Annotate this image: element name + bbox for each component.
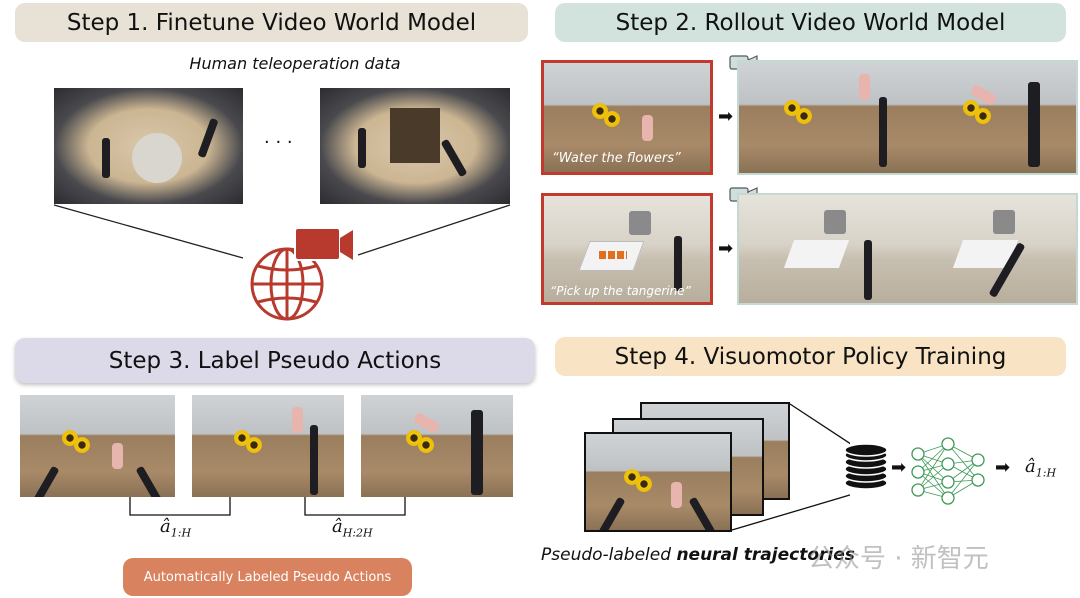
pseudo-action-frame-1: [20, 395, 175, 497]
arrow-right-icon: ➡: [718, 238, 734, 259]
arrow-right-icon: ➡: [891, 457, 907, 478]
step1-connectors: [53, 204, 511, 259]
robot-arm: [1028, 82, 1040, 167]
robot-arm-right: [688, 496, 716, 530]
prompt-pick-tangerine: “Pick up the tangerine”: [550, 284, 691, 298]
step4-title: Step 4. Visuomotor Policy Training: [614, 343, 1007, 370]
step1-title: Step 1. Finetune Video World Model: [66, 9, 477, 36]
button-label: Automatically Labeled Pseudo Actions: [143, 569, 392, 585]
robot-arm: [674, 236, 682, 291]
robot-arm-left: [102, 138, 110, 178]
sunflower: [796, 108, 812, 124]
ellipsis: · · ·: [264, 132, 293, 153]
sunflower: [975, 108, 991, 124]
robot-arm: [879, 97, 887, 167]
step2-header: Step 2. Rollout Video World Model: [555, 3, 1066, 42]
arrow-right-icon: ➡: [995, 457, 1011, 478]
auto-labeled-pseudo-actions-button[interactable]: Automatically Labeled Pseudo Actions: [123, 558, 412, 596]
generated-rollout-pick-tangerine: [737, 193, 1078, 305]
robot-arm-left: [32, 465, 60, 497]
pot: [993, 210, 1015, 234]
step1-header: Step 1. Finetune Video World Model: [15, 3, 528, 42]
globe-video-icon: [250, 227, 353, 321]
plate: [132, 133, 182, 183]
sunflower: [636, 476, 652, 492]
vase: [671, 482, 682, 508]
action-label-2: âH:2H: [332, 516, 373, 540]
rollout-frame: [739, 195, 908, 303]
sunflower: [246, 437, 262, 453]
vase: [292, 407, 303, 433]
teleop-frame-1: [54, 88, 243, 204]
policy-output-label: â1:H: [1025, 456, 1057, 480]
pot: [824, 210, 846, 234]
action-brackets: [129, 497, 406, 516]
teleop-frame-2: [320, 88, 510, 204]
neural-network-icon: [911, 437, 985, 505]
pseudo-action-frame-3: [361, 395, 513, 497]
prompt-water-flowers: “Water the flowers”: [552, 151, 681, 166]
rollout-frame: [739, 62, 908, 173]
rollout-frame: [908, 62, 1076, 173]
trajectory-frame-front: [584, 432, 732, 532]
shelf: [390, 108, 440, 163]
robot-arm-left: [358, 128, 366, 168]
robot-arm-left: [598, 496, 626, 530]
pot: [629, 211, 651, 235]
robot-arm: [864, 240, 872, 300]
step2-title: Step 2. Rollout Video World Model: [615, 9, 1006, 36]
generated-rollout-water-flowers: [737, 60, 1078, 175]
initial-frame-water-flowers: “Water the flowers”: [541, 60, 713, 175]
action-label-1: â1:H: [160, 516, 192, 540]
vase: [642, 115, 653, 141]
step4-caption: Pseudo-labeled neural trajectories: [541, 545, 855, 565]
step4-header: Step 4. Visuomotor Policy Training: [555, 337, 1066, 376]
step1-subtitle: Human teleoperation data: [189, 54, 401, 73]
sunflower: [604, 111, 620, 127]
robot-arm: [310, 425, 318, 495]
rollout-frame: [908, 195, 1076, 303]
step3-title: Step 3. Label Pseudo Actions: [108, 347, 442, 374]
tangerines: [599, 251, 627, 259]
database-icon: [844, 443, 888, 490]
sunflower: [418, 437, 434, 453]
robot-arm: [471, 410, 483, 495]
step3-header: Step 3. Label Pseudo Actions: [15, 338, 535, 383]
initial-frame-pick-tangerine: “Pick up the tangerine”: [541, 193, 713, 305]
arrow-right-icon: ➡: [718, 106, 734, 127]
vase: [112, 443, 123, 469]
plate: [783, 240, 850, 268]
watermark: 公众号 · 新智元: [808, 544, 989, 574]
zoom-connectors: [731, 403, 850, 531]
sunflower: [74, 437, 90, 453]
robot-arm-right: [135, 465, 163, 497]
vase: [859, 74, 870, 100]
pseudo-action-frame-2: [192, 395, 344, 497]
